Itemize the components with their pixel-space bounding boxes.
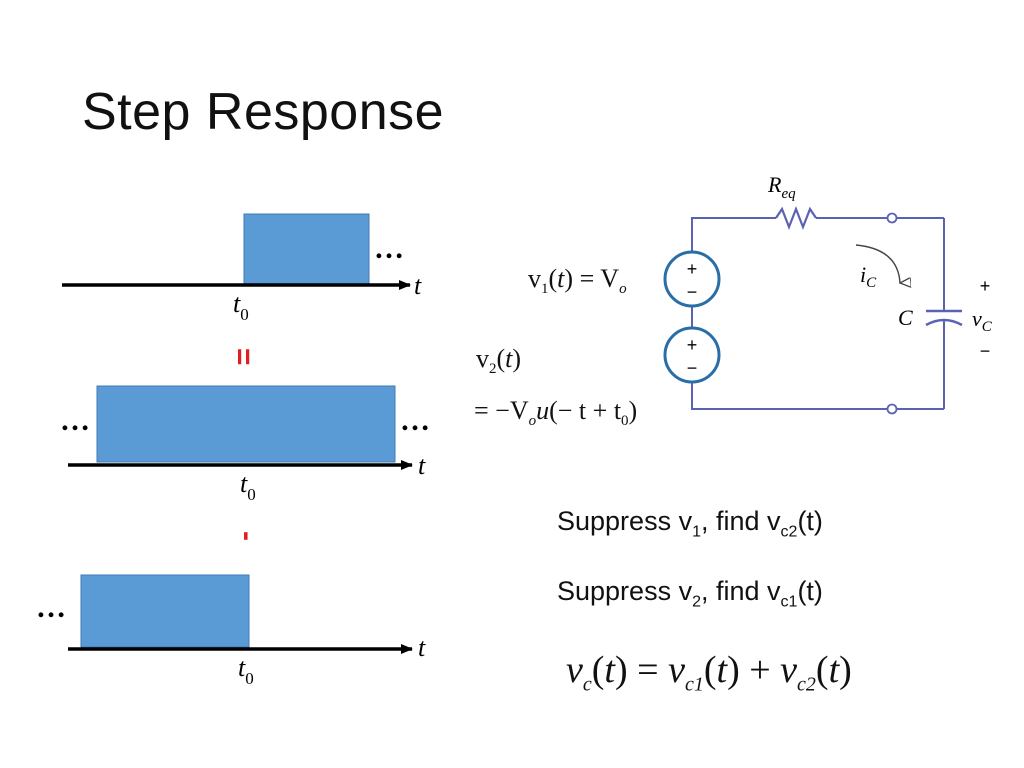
equation-v2-line2: = −Vou(− t + t0) bbox=[474, 396, 638, 430]
t-label-3: t bbox=[418, 633, 426, 662]
ellipsis-2-right: … bbox=[400, 404, 430, 437]
pulse-3 bbox=[80, 574, 250, 648]
resistor-label: Req bbox=[767, 172, 796, 202]
capacitor-label: C bbox=[898, 305, 913, 330]
pulse-2 bbox=[96, 385, 396, 463]
ellipsis-2-left: … bbox=[60, 404, 90, 437]
resistor-zigzag bbox=[775, 205, 817, 231]
t-label-2: t bbox=[418, 451, 426, 480]
page-title: Step Response bbox=[82, 83, 445, 141]
current-arrow bbox=[855, 244, 900, 283]
rc-circuit-diagram: + − + − Req iC C + vC − bbox=[663, 172, 993, 415]
ellipsis-3: … bbox=[36, 591, 66, 624]
t0-label-3: t0 bbox=[238, 653, 254, 688]
pulse-1 bbox=[243, 213, 370, 285]
wire-top-left bbox=[691, 217, 776, 251]
terminal-top bbox=[886, 212, 898, 224]
voltage-source-2 bbox=[663, 326, 721, 384]
current-label: iC bbox=[860, 262, 877, 291]
caption-suppress-v2: Suppress v2, find vc1(t) bbox=[557, 576, 823, 611]
ellipsis-1: … bbox=[374, 232, 404, 265]
minus-operator: - bbox=[231, 531, 264, 541]
equation-v1: v1(t) = Vo bbox=[528, 264, 627, 298]
superposition-equation: vc(t) = vc1(t) + vc2(t) bbox=[566, 649, 852, 696]
vc-plus: + bbox=[980, 276, 991, 296]
source-2-minus: − bbox=[687, 358, 698, 378]
vc-label: vC bbox=[972, 306, 993, 335]
caption-suppress-v1: Suppress v1, find vc2(t) bbox=[557, 506, 823, 541]
source-2-plus: + bbox=[687, 335, 698, 355]
wire-bottom-left bbox=[691, 383, 888, 410]
voltage-source-1 bbox=[663, 250, 721, 308]
t0-label-2: t0 bbox=[240, 469, 256, 504]
terminal-bottom bbox=[886, 403, 898, 415]
source-1-plus: + bbox=[687, 259, 698, 279]
equation-v2-line1: v2(t) bbox=[476, 344, 522, 378]
equals-operator: = bbox=[227, 348, 260, 366]
t0-label-1: t0 bbox=[233, 289, 249, 324]
t-label-1: t bbox=[414, 271, 422, 300]
source-1-minus: − bbox=[687, 282, 698, 302]
vc-minus: − bbox=[980, 341, 991, 361]
